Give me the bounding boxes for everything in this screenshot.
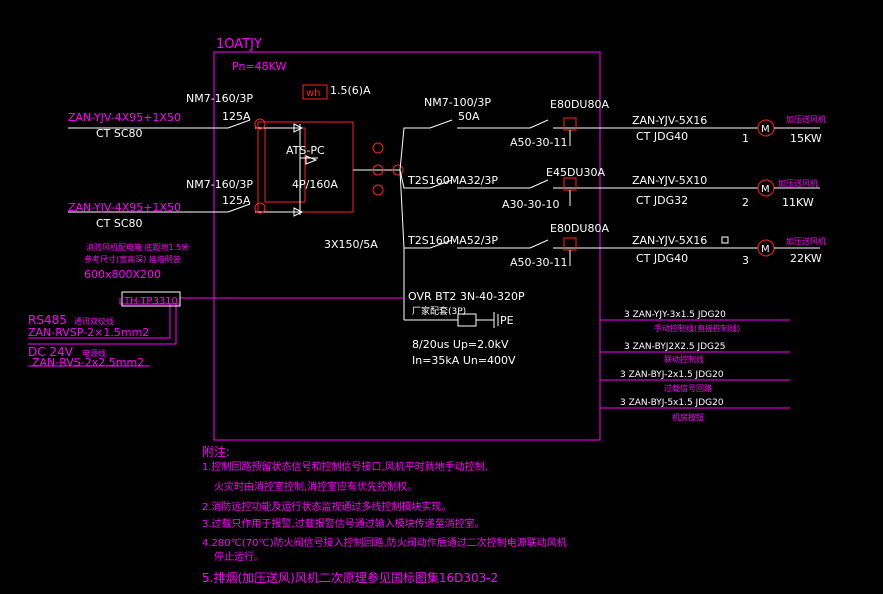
svg-text:M: M [761,244,770,255]
feeder-fan: 加压送风机 [778,178,818,188]
meter-rating: 1.5(6)A [330,84,371,97]
note-2: 2.消防远控功能及运行状态监视通过多线控制模块实现。 [202,500,452,513]
cabinet-note-2: 参考尺寸(宽高深) 挂墙明装 [84,254,181,264]
note-1b: 火灾时由消控室控制,消控室应有优先控制权。 [214,480,417,493]
spd-spec-2: In=35kA Un=400V [412,354,516,367]
panel-labels: 1OATJY Pn=48KW wh 1.5(6)A ATS-PC 4P/160A… [216,37,378,251]
rs485-cable: ZAN-RVSP-2×1.5mm2 [28,326,149,339]
notes-title: 附注: [202,444,230,459]
incomer-breaker: NM7-160/3P [186,92,253,105]
feeder-conduit: CT JDG40 [636,130,688,143]
spd-pe: PE [500,314,514,327]
feeder-breaker: T2S160MA52/3P [407,234,498,247]
feeder-contactor: E45DU30A [546,166,605,179]
motor-symbols: M M M [721,119,820,257]
svg-text:M: M [761,124,770,135]
control-line-cable: 3 ZAN-YJY-3x1.5 JDG20 [624,310,726,320]
feeder-breaker: T2S160MA32/3P [407,174,498,187]
panel-id: 1OATJY [216,37,262,52]
ct-rating: 3X150/5A [324,238,378,251]
incomer-cable: ZAN-YJV-4X95+1X50 [68,111,181,124]
meter-tag: wh [306,88,321,99]
feeder-fan: 加压送风机 [786,236,826,246]
spd-labels: OVR BT2 3N-40-320P 厂家配套(3P) PE 8/20us Up… [408,290,525,367]
svg-text:M: M [761,184,770,195]
dc24-label: DC 24V [28,345,74,359]
control-line-label: 机房按钮 [672,412,704,422]
incomer-current: 125A [222,194,251,207]
incomer-breaker: NM7-160/3P [186,178,253,191]
incomer-cable: ZAN-YJV-4X95+1X50 [68,201,181,214]
feeder-1-labels: NM7-100/3P 50A E80DU80A A50-30-11 ZAN-YJ… [424,96,826,149]
incomer-2: NM7-160/3P 125A ZAN-YJV-4X95+1X50 CT SC8… [68,178,253,230]
surge-protector [403,308,499,328]
incomer-1: NM7-160/3P 125A ZAN-YJV-4X95+1X50 CT SC8… [68,92,253,140]
panel-enclosure [213,51,601,441]
spd-spec-1: 8/20us Up=2.0kV [412,338,509,351]
feeder-number: 3 [742,254,749,267]
incomer-conduit: CT SC80 [96,127,143,140]
note-5: 5.排烟(加压送风)风机二次原理参见国标图集16D303-2 [202,570,498,585]
control-wiring [28,290,404,367]
feeder-breaker: NM7-100/3P [424,96,491,109]
spd-model: OVR BT2 3N-40-320P [408,290,525,303]
control-line-label: 手动控制线(直接控制线) [654,323,740,333]
feeder-2-labels: T2S160MA32/3P E45DU30A A30-30-10 ZAN-YJV… [407,166,818,211]
control-module: TH-TP3310 [123,296,178,307]
feeder-contactor: E80DU80A [550,98,609,111]
feeder-fan: 加压送风机 [786,114,826,124]
panel-power: Pn=48KW [232,60,286,73]
feeder-power: 11KW [782,196,814,209]
outgoing-feeder-lines [429,117,758,266]
feeder-relay: A50-30-11 [510,256,567,269]
feeder-3-labels: T2S160MA52/3P E80DU80A A50-30-11 ZAN-YJV… [407,222,826,269]
control-line-labels: 3 ZAN-YJY-3x1.5 JDG20 手动控制线(直接控制线) 3 ZAN… [620,310,740,422]
feeder-cable: ZAN-YJV-5X10 [632,174,707,187]
feeder-power: 15KW [790,132,822,145]
note-1a: 1.控制回路预留状态信号和控制信号接口,风机平时就地手动控制, [202,460,488,473]
note-4a: 4.280℃(70℃)防火阀信号接入控制回路,防火阀动作后通过二次控制电源联动风… [202,536,567,549]
ats-controller-notes: 消防风机配电箱 底距地1.5米 参考尺寸(宽高深) 挂墙明装 600x800X2… [84,242,189,307]
note-4b: 停止运行。 [214,550,264,563]
current-transformers [353,127,430,308]
meter-box [302,84,328,100]
feeder-relay: A30-30-10 [502,198,559,211]
incomer-current: 125A [222,110,251,123]
control-line-cable: 3 ZAN-BYJ2X2.5 JDG25 [624,342,725,352]
cabinet-note-1: 消防风机配电箱 底距地1.5米 [86,242,189,252]
feeder-number: 2 [742,196,749,209]
feeder-conduit: CT JDG40 [636,252,688,265]
comms-labels: RS485 通讯双绞线 ZAN-RVSP-2×1.5mm2 DC 24V 电源线… [28,313,149,369]
feeder-relay: A50-30-11 [510,136,567,149]
feeder-contactor: E80DU80A [550,222,609,235]
feeder-cable: ZAN-YJV-5X16 [632,234,707,247]
feeder-cable: ZAN-YJV-5X16 [632,114,707,127]
dc24-cable: ZAN-RVS-2x2.5mm2 [32,356,144,369]
control-line-label: 联动控制线 [664,354,704,364]
spd-note: 厂家配套(3P) [412,305,466,317]
rs485-note: 通讯双绞线 [74,316,114,326]
control-line-cable: 3 ZAN-BYJ-2x1.5 JDG20 [620,370,724,380]
incomer-lines [68,118,304,217]
feeder-conduit: CT JDG32 [636,194,688,207]
dc24-note: 电源线 [82,348,106,358]
ats-switch [257,121,354,215]
ats-label-1: ATS-PC [286,144,325,157]
notes: 附注: 1.控制回路预留状态信号和控制信号接口,风机平时就地手动控制, 火灾时由… [202,444,567,585]
ats-label-2: 4P/160A [292,178,338,191]
cabinet-size: 600x800X200 [84,268,161,281]
control-line-cable: 3 ZAN-BYJ-5x1.5 JDG20 [620,398,724,408]
rs485-label: RS485 [28,313,67,327]
feeder-current: 50A [458,110,480,123]
control-output-lines [600,319,790,409]
feeder-number: 1 [742,132,749,145]
note-3: 3.过载只作用于报警,过载报警信号通过输入模块传递至消控室。 [202,517,485,530]
incomer-conduit: CT SC80 [96,217,143,230]
control-line-label: 过载信号回路 [664,383,712,393]
feeder-power: 22KW [790,252,822,265]
